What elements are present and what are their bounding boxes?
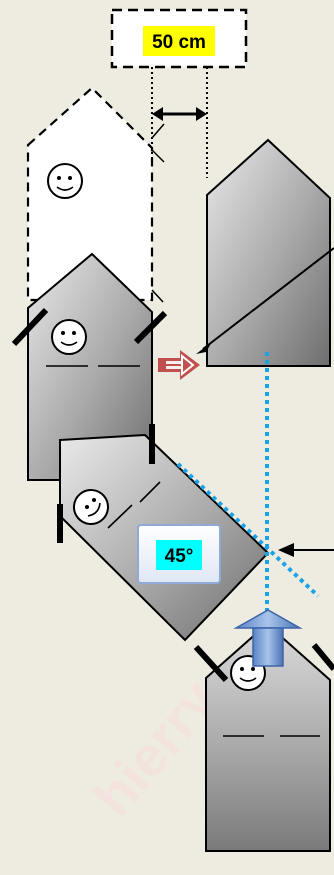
right-arrow-icon xyxy=(158,350,200,380)
bottom-gray-shape xyxy=(193,622,334,852)
angle-label: 45° xyxy=(165,546,194,567)
double-arrow-icon xyxy=(152,107,207,121)
angle-label-highlight xyxy=(156,540,202,570)
smiley-face-icon xyxy=(51,319,87,355)
distance-label-highlight xyxy=(143,26,215,56)
diagonal-guide-line xyxy=(176,462,320,598)
up-arrow-icon xyxy=(233,609,303,667)
angle-label-box: 45° xyxy=(137,524,221,584)
dashed-ghost-shape xyxy=(26,86,165,303)
distance-label: 50 cm xyxy=(152,32,206,53)
right-gray-shape xyxy=(196,138,334,367)
smiley-face-icon xyxy=(47,163,83,199)
smiley-face-icon xyxy=(73,489,109,525)
pointer-arrow xyxy=(278,543,334,557)
left-gray-shape xyxy=(11,252,168,481)
distance-label-box: 50 cm xyxy=(110,8,248,69)
